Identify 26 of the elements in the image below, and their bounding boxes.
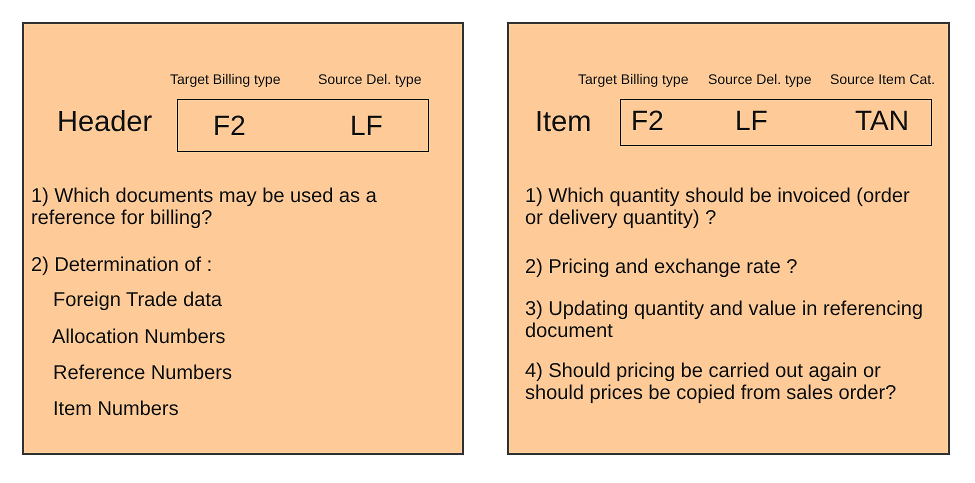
list-item: Foreign Trade data [53, 289, 222, 311]
code-box [620, 99, 932, 146]
list-item: Item Numbers [53, 398, 179, 420]
list-item: Reference Numbers [53, 362, 232, 384]
code-value: F2 [213, 110, 246, 142]
code-value: LF [735, 105, 768, 137]
code-value: F2 [631, 105, 664, 137]
code-value: TAN [855, 105, 909, 137]
column-label: Target Billing type [170, 70, 281, 88]
list-item: Allocation Numbers [52, 326, 226, 348]
column-label: Source Del. type [708, 70, 812, 88]
code-value: LF [350, 110, 383, 142]
info-panel [507, 22, 950, 455]
question-text: 2) Pricing and exchange rate ? [525, 256, 798, 278]
section-heading: Item [535, 105, 592, 139]
column-label: Source Del. type [318, 70, 422, 88]
question-text: 1) Which documents may be used as a reference for billing? [31, 185, 378, 229]
question-text: 1) Which quantity should be invoiced (order or delivery quantity) ? [525, 185, 911, 229]
code-box [177, 99, 429, 152]
info-panel [22, 22, 464, 455]
question-text: 3) Updating quantity and value in referencing document [525, 298, 924, 342]
question-text: 2) Determination of : [31, 254, 212, 276]
column-label: Source Item Cat. [830, 70, 936, 88]
question-text: 4) Should pricing be carried out again or should prices be copied from sales order? [525, 360, 898, 404]
column-label: Target Billing type [578, 70, 689, 88]
section-heading: Header [57, 105, 152, 139]
